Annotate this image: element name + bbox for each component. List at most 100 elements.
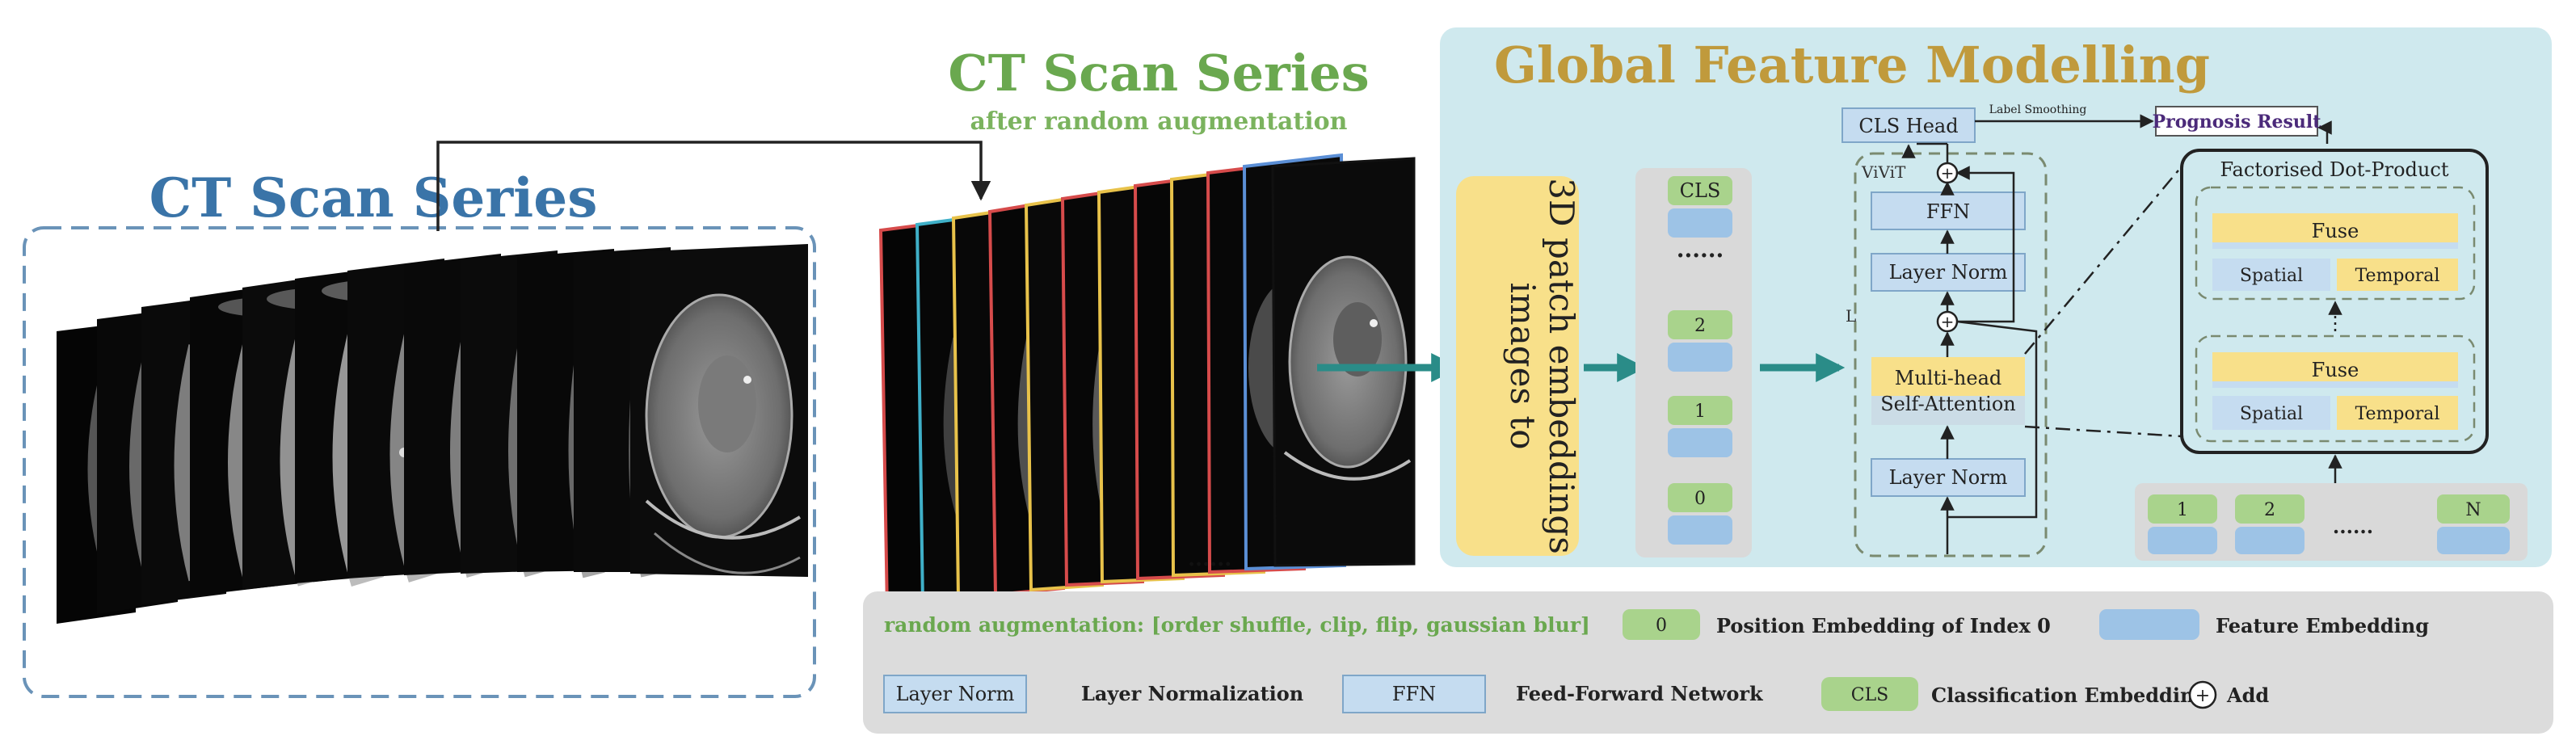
token-cls-green [1668, 176, 1732, 205]
bottom-token-n-blue [2437, 527, 2510, 554]
legend-feature-token [2099, 609, 2199, 640]
mhsa-line2: Self-Attention [1880, 393, 2016, 415]
legend-feature-text: Feature Embedding [2216, 614, 2429, 637]
layer-norm-bottom-box [1871, 458, 2026, 497]
spatial-bottom-box [2212, 396, 2330, 430]
spatial-bottom-label: Spatial [2240, 404, 2303, 424]
bottom-token-1-green [2148, 494, 2217, 524]
bottom-token-row: 1 2 ...... N [2135, 483, 2528, 561]
left-panel: CT Scan Series [23, 166, 816, 698]
legend-position-text: Position Embedding of Index 0 [1716, 614, 2051, 637]
token-0-label: 0 [1694, 489, 1706, 509]
legend-ffn-box-label: FFN [1392, 683, 1436, 705]
cls-head-box [1842, 107, 1976, 143]
bottom-token-2-green [2235, 494, 2305, 524]
residual-bottom [1947, 320, 2038, 519]
bottom-token-n-label: N [2465, 500, 2481, 520]
middle-title: CT Scan Series [948, 44, 1369, 103]
temporal-bottom-box [2337, 396, 2458, 430]
token-2-label: 2 [1694, 316, 1706, 336]
residual-top [1955, 166, 2015, 323]
legend-layer-norm-box-label: Layer Norm [896, 683, 1015, 705]
token-cls-blue [1668, 208, 1732, 238]
token-ellipsis: ...... [1677, 236, 1724, 263]
middle-ellipsis: ...... [1188, 547, 1231, 571]
cls-head-label: CLS Head [1858, 115, 1958, 137]
legend-position-token-label: 0 [1656, 616, 1667, 636]
factorised-block: Factorised Dot-Product Fuse Spatial Temp… [2180, 149, 2489, 483]
layer-norm-bottom-label: Layer Norm [1889, 466, 2008, 489]
token-1-green [1668, 396, 1732, 425]
layer-norm-top-box [1871, 253, 2026, 292]
token-1-blue [1668, 428, 1732, 457]
global-panel: Global Feature Modelling images to 3D pa… [1440, 27, 2552, 567]
patch-embedding-line1: images to [1503, 282, 1543, 449]
factorised-title: Factorised Dot-Product [2220, 158, 2449, 181]
factorised-group-top [2195, 186, 2476, 301]
temporal-top-box [2337, 259, 2458, 291]
augmentation-connector [436, 141, 991, 231]
bottom-token-2-label: 2 [2264, 500, 2275, 520]
spatial-top-label: Spatial [2240, 266, 2303, 286]
middle-panel: CT Scan Series after random augmentation [878, 44, 1416, 613]
legend-cls-box-label: CLS [1851, 685, 1889, 705]
legend-ffn-box [1342, 675, 1486, 713]
token-2-blue [1668, 343, 1732, 372]
legend-cls-box [1821, 677, 1918, 711]
token-2-green [1668, 310, 1732, 339]
factorised-frame [2180, 149, 2489, 454]
fuse-top-label: Fuse [2312, 220, 2359, 242]
bottom-token-bg [2135, 483, 2528, 561]
bottom-token-1-blue [2148, 527, 2217, 554]
vivit-label: ViViT [1861, 162, 1906, 182]
svg-text:+: + [1941, 163, 1955, 183]
legend-layer-norm-box [883, 675, 1027, 713]
fuse-bottom-label: Fuse [2312, 359, 2359, 381]
ct-stack-augmented: ...... [878, 153, 1416, 613]
legend-add-text: Add [2226, 684, 2269, 707]
token-0-green [1668, 483, 1732, 512]
patch-embedding-box [1456, 176, 1579, 556]
bottom-token-ellipsis: ...... [2333, 515, 2373, 538]
vivit-repeat-label: L [1846, 306, 1856, 326]
patch-embedding-line2: 3D patch embeddings [1542, 178, 1581, 554]
legend: random augmentation: [order shuffle, cli… [863, 591, 2553, 734]
svg-text:+: + [1941, 312, 1955, 331]
zoom-line-top [2024, 166, 2182, 355]
legend-layer-norm-text: Layer Normalization [1081, 682, 1303, 705]
layer-norm-top-label: Layer Norm [1889, 261, 2008, 284]
legend-add-plus: + [2195, 686, 2210, 706]
temporal-bottom-label: Temporal [2355, 404, 2440, 424]
factorised-group-bottom [2195, 334, 2476, 443]
bottom-token-1-label: 1 [2177, 500, 2188, 520]
label-smoothing-text: Label Smoothing [1989, 103, 2087, 116]
zoom-line-bottom [2024, 425, 2182, 438]
legend-cls-text: Classification Embedding [1931, 684, 2208, 707]
token-0: 0 [1668, 483, 1732, 545]
vivit-dashed-frame [1854, 152, 2048, 557]
bottom-token-2-blue [2235, 527, 2305, 554]
token-cls: CLS [1668, 176, 1732, 238]
temporal-top-label: Temporal [2355, 266, 2440, 286]
token-2: 2 [1668, 310, 1732, 372]
prognosis-label: Prognosis Result [2153, 111, 2322, 133]
prognosis-box [2155, 106, 2318, 137]
spatial-top-box [2212, 259, 2330, 291]
token-1: 1 [1668, 396, 1732, 457]
bottom-token-n-green [2437, 494, 2510, 524]
middle-subtitle: after random augmentation [970, 107, 1347, 136]
token-cls-label: CLS [1680, 179, 1721, 202]
vivit-block: CLS Head Label Smoothing Prognosis Resul… [1842, 103, 2332, 557]
token-1-label: 1 [1694, 402, 1706, 422]
legend-add-icon [2188, 680, 2217, 709]
ct-stack-left [57, 244, 808, 624]
global-title: Global Feature Modelling [1494, 36, 2210, 95]
ffn-label: FFN [1926, 200, 1970, 223]
legend-ffn-text: Feed-Forward Network [1516, 682, 1764, 705]
legend-augmentation: random augmentation: [order shuffle, cli… [884, 613, 1590, 637]
token-0-blue [1668, 515, 1732, 545]
mhsa-line1: Multi-head [1895, 367, 2001, 389]
legend-position-token [1623, 609, 1700, 640]
